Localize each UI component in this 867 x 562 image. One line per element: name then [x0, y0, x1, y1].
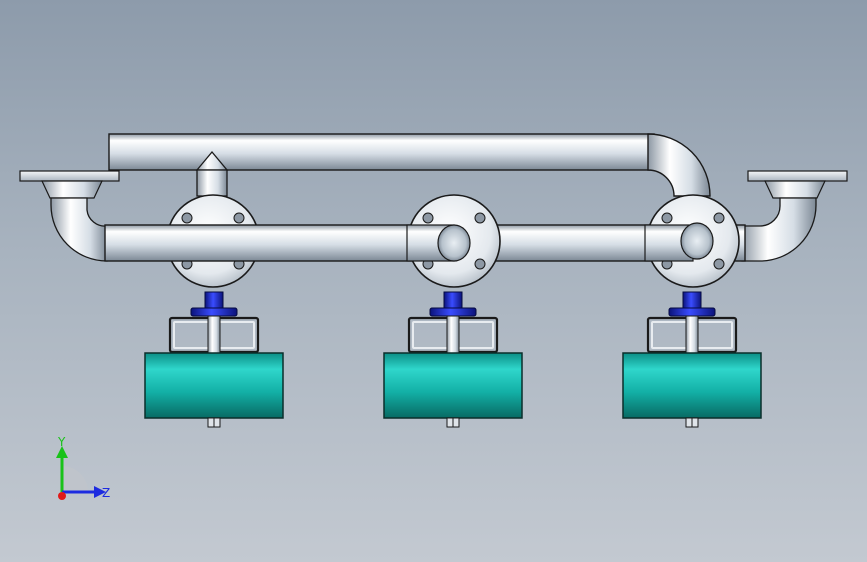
x-axis-dot: [58, 492, 66, 500]
left-end-flange[interactable]: [19, 170, 120, 262]
top-header-pipe[interactable]: [108, 133, 711, 197]
valve-left[interactable]: [143, 290, 285, 429]
valve-center[interactable]: [382, 290, 524, 429]
valve-right[interactable]: [621, 290, 763, 429]
valve-right-flange[interactable]: [644, 194, 740, 288]
y-axis-arrow: [56, 446, 68, 458]
z-axis-label: Z: [102, 486, 110, 500]
z-axis-arrow: [94, 486, 106, 498]
orientation-triad[interactable]: Y Z: [40, 432, 120, 512]
right-end-flange[interactable]: [741, 170, 848, 262]
triad-plane-shading: [62, 466, 88, 492]
valve-center-flange[interactable]: [406, 194, 501, 288]
y-axis-label: Y: [57, 435, 66, 449]
